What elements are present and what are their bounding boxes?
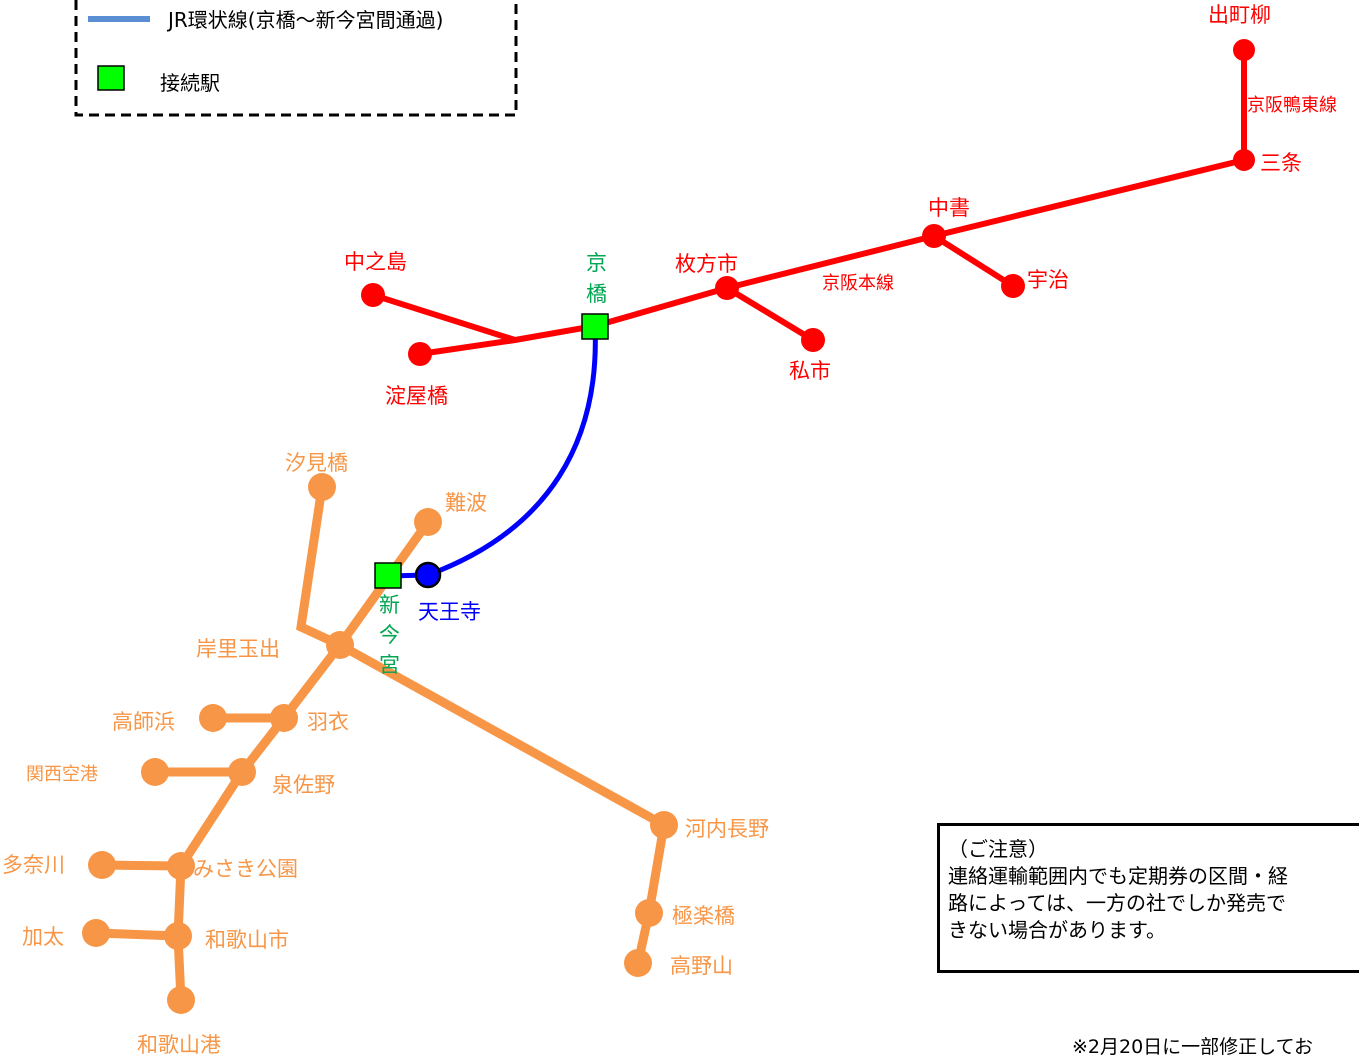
legend-connection-label: 接続駅	[160, 71, 220, 95]
station-kawachinagano[interactable]	[650, 811, 678, 839]
station-tennoji[interactable]	[414, 561, 442, 589]
label-shiomibashi: 汐見橋	[285, 451, 348, 475]
notice-line-1: （ご注意）	[948, 837, 1048, 861]
station-kanku[interactable]	[141, 758, 169, 786]
label-namba: 難波	[445, 491, 487, 515]
label-kyobashi-1: 京	[586, 251, 607, 275]
legend-border	[74, 0, 518, 117]
label-chusho: 中書	[928, 196, 970, 220]
label-gokurakubashi: 極楽橋	[672, 904, 735, 928]
station-tanagawa[interactable]	[88, 851, 116, 879]
label-wakayamashi: 和歌山市	[205, 928, 289, 952]
station-hagoromo[interactable]	[270, 704, 298, 732]
nankai-koya-line	[335, 640, 669, 830]
label-yodoyabashi: 淀屋橋	[385, 384, 448, 408]
keihan-main-line	[417, 157, 1247, 357]
label-kada: 加太	[22, 925, 64, 949]
station-demachiyanagi[interactable]	[1233, 39, 1255, 61]
nankai-stations	[82, 473, 678, 1014]
label-takashinohama: 高師浜	[112, 710, 175, 734]
line-label-keihan-main: 京阪本線	[822, 273, 894, 294]
line-label-keihan-oto: 京阪鴨東線	[1247, 95, 1337, 116]
station-misaki[interactable]	[167, 852, 195, 880]
label-tanagawa: 多奈川	[2, 853, 65, 877]
notice-box: （ご注意） 連絡運輸範囲内でも定期券の区間・経 路によっては、一方の社でしか発売…	[937, 823, 1359, 973]
label-tennoji: 天王寺	[418, 600, 481, 624]
nankai-shiomibashi-line	[296, 482, 345, 650]
station-chusho[interactable]	[922, 224, 946, 248]
label-kishinosato: 岸里玉出	[196, 637, 280, 661]
connection-station-kyobashi[interactable]	[581, 313, 609, 340]
label-uji: 宇治	[1027, 268, 1069, 292]
station-kisaichi[interactable]	[801, 328, 825, 352]
legend-connection-swatch	[97, 65, 125, 91]
station-nakanoshima[interactable]	[361, 283, 385, 307]
station-gokurakubashi[interactable]	[635, 899, 663, 927]
station-shiomibashi[interactable]	[308, 473, 336, 501]
station-izumisano[interactable]	[228, 758, 256, 786]
label-wakayamako: 和歌山港	[137, 1033, 221, 1057]
keihan-uji-line	[931, 233, 1016, 289]
station-sanjo[interactable]	[1233, 149, 1255, 171]
keihan-stations	[361, 39, 1255, 366]
station-hirakatashi[interactable]	[715, 276, 739, 300]
label-shinimamiya-1: 新	[379, 593, 400, 617]
label-koyasan: 高野山	[670, 954, 733, 978]
label-hagoromo: 羽衣	[307, 710, 349, 734]
notice-line-2: 連絡運輸範囲内でも定期券の区間・経	[948, 864, 1288, 888]
station-wakayamashi[interactable]	[164, 922, 192, 950]
label-demachiyanagi: 出町柳	[1208, 3, 1271, 27]
label-misaki: みさき公園	[193, 857, 298, 881]
label-sanjo: 三条	[1260, 151, 1302, 175]
footnote: ※2月20日に一部修正してお	[1072, 1036, 1314, 1058]
label-kawachinagano: 河内長野	[685, 817, 769, 841]
label-kyobashi-2: 橋	[586, 282, 607, 306]
station-takashinohama[interactable]	[199, 704, 227, 732]
station-namba[interactable]	[414, 508, 442, 536]
label-shinimamiya-3: 宮	[379, 653, 400, 677]
label-nakanoshima: 中之島	[344, 250, 407, 274]
keihan-nakanoshima-line	[370, 292, 518, 343]
nankai-koya-upper-line	[633, 820, 669, 968]
label-shinimamiya-2: 今	[379, 623, 400, 647]
connection-station-shinimamiya[interactable]	[374, 562, 402, 589]
station-yodoyabashi[interactable]	[408, 342, 432, 366]
legend: JR環状線(京橋～新今宮間通過) 接続駅	[74, 0, 518, 117]
keihan-lines	[370, 45, 1247, 357]
label-hirakatashi: 枚方市	[675, 252, 738, 276]
notice-line-4: きない場合があります。	[948, 918, 1166, 942]
station-kada[interactable]	[82, 919, 110, 947]
station-koyasan[interactable]	[624, 949, 652, 977]
keihan-katano-line	[724, 285, 816, 343]
legend-jr-line-label: JR環状線(京橋～新今宮間通過)	[166, 8, 443, 32]
station-wakayamako[interactable]	[167, 986, 195, 1014]
station-kishinosato[interactable]	[326, 631, 354, 659]
label-kanku: 関西空港	[26, 764, 98, 785]
label-izumisano: 泉佐野	[272, 773, 335, 797]
station-uji[interactable]	[1001, 274, 1025, 298]
notice-line-3: 路によっては、一方の社でしか発売で	[948, 891, 1286, 915]
jr-loop-line	[427, 325, 598, 578]
label-kisaichi: 私市	[789, 359, 831, 383]
